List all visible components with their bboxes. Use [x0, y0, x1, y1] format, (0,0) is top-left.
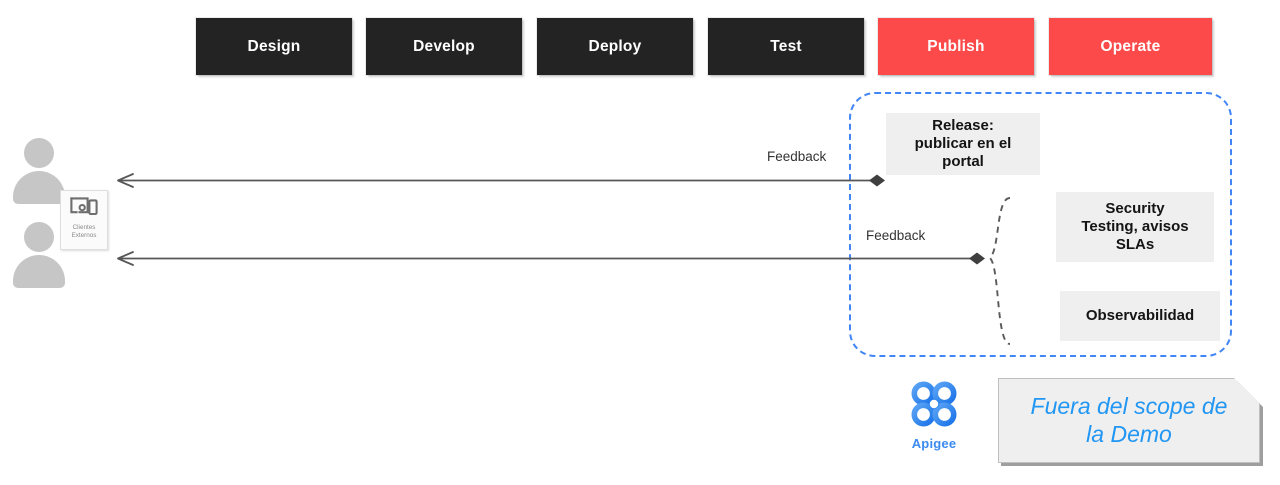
clientes-externos-label: Clientes Externos: [71, 224, 97, 239]
arrowhead-top: [117, 173, 134, 188]
publish-operate-scope-region: [849, 92, 1232, 357]
person-icon-bottom: [13, 222, 65, 288]
apigee-label: Apigee: [911, 436, 957, 451]
person-head: [24, 222, 54, 252]
phase-label: Deploy: [588, 37, 642, 55]
release-box[interactable]: Release: publicar en el portal: [886, 113, 1040, 175]
apigee-logo: [906, 378, 962, 435]
person-body: [13, 171, 65, 204]
clientes-externos-card[interactable]: Clientes Externos: [60, 190, 108, 250]
feedback-label-bottom: Feedback: [866, 228, 926, 243]
phase-box-test[interactable]: Test: [708, 18, 864, 75]
person-icon-top: [13, 138, 65, 204]
observabilidad-label: Observabilidad: [1085, 306, 1195, 324]
person-head: [24, 138, 54, 168]
observabilidad-box[interactable]: Observabilidad: [1060, 291, 1220, 341]
apigee-logo-group: Apigee: [895, 378, 973, 451]
phase-box-deploy[interactable]: Deploy: [537, 18, 693, 75]
devices-icon: [70, 197, 98, 221]
phase-label: Operate: [1100, 37, 1161, 55]
phase-label: Design: [247, 37, 301, 55]
phase-box-design[interactable]: Design: [196, 18, 352, 75]
phase-box-publish[interactable]: Publish: [878, 18, 1034, 75]
phase-label: Test: [770, 37, 802, 55]
phase-label: Publish: [927, 37, 985, 55]
arrowhead-bottom: [117, 251, 134, 266]
feedback-label-top: Feedback: [767, 149, 827, 164]
phase-box-operate[interactable]: Operate: [1049, 18, 1212, 75]
person-body: [13, 255, 65, 288]
phase-label: Develop: [413, 37, 475, 55]
security-testing-box[interactable]: Security Testing, avisos SLAs: [1056, 192, 1214, 262]
scope-callout: Fuera del scope de la Demo: [998, 378, 1260, 463]
phase-box-develop[interactable]: Develop: [366, 18, 522, 75]
